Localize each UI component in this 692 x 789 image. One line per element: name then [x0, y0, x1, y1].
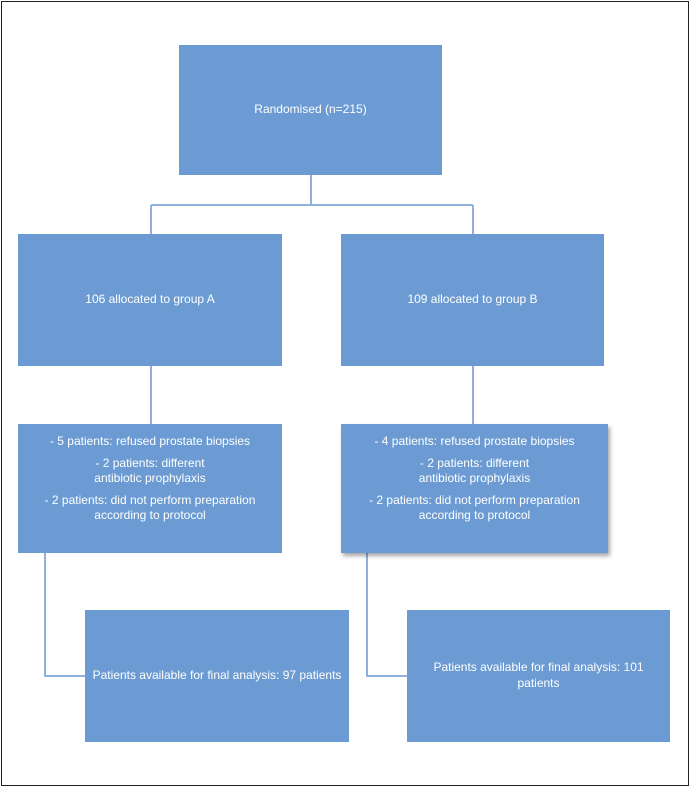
group-a-exclusion-1: - 5 patients: refused prostate biopsies: [49, 434, 251, 448]
randomised-box: Randomised (n=215): [179, 45, 442, 175]
randomised-label: Randomised (n=215): [254, 102, 367, 117]
group-b-exclusions-box: - 4 patients: refused prostate biopsies …: [341, 424, 608, 553]
group-a-allocation-label: 106 allocated to group A: [85, 292, 215, 307]
connector-a-to-final: [44, 553, 85, 677]
group-b-exclusion-2: - 2 patients: different antibiotic proph…: [418, 455, 531, 486]
group-a-allocation-box: 106 allocated to group A: [18, 234, 282, 366]
group-b-exclusion-1: - 4 patients: refused prostate biopsies: [374, 434, 575, 448]
group-a-final-label: Patients available for final analysis: 9…: [92, 668, 342, 683]
group-a-exclusion-3: - 2 patients: did not perform preparatio…: [44, 492, 256, 523]
group-a-exclusion-2: - 2 patients: different antibiotic proph…: [94, 455, 206, 486]
group-b-exclusion-3: - 2 patients: did not perform preparatio…: [369, 492, 580, 523]
group-b-final-label: Patients available for final analysis: 1…: [433, 660, 644, 690]
group-a-final-box: Patients available for final analysis: 9…: [85, 610, 349, 742]
group-a-exclusions-box: - 5 patients: refused prostate biopsies …: [18, 424, 282, 553]
group-b-allocation-box: 109 allocated to group B: [341, 234, 604, 366]
connector-b-to-final: [366, 553, 407, 677]
group-b-final-box: Patients available for final analysis: 1…: [407, 610, 670, 742]
group-b-allocation-label: 109 allocated to group B: [407, 292, 538, 307]
